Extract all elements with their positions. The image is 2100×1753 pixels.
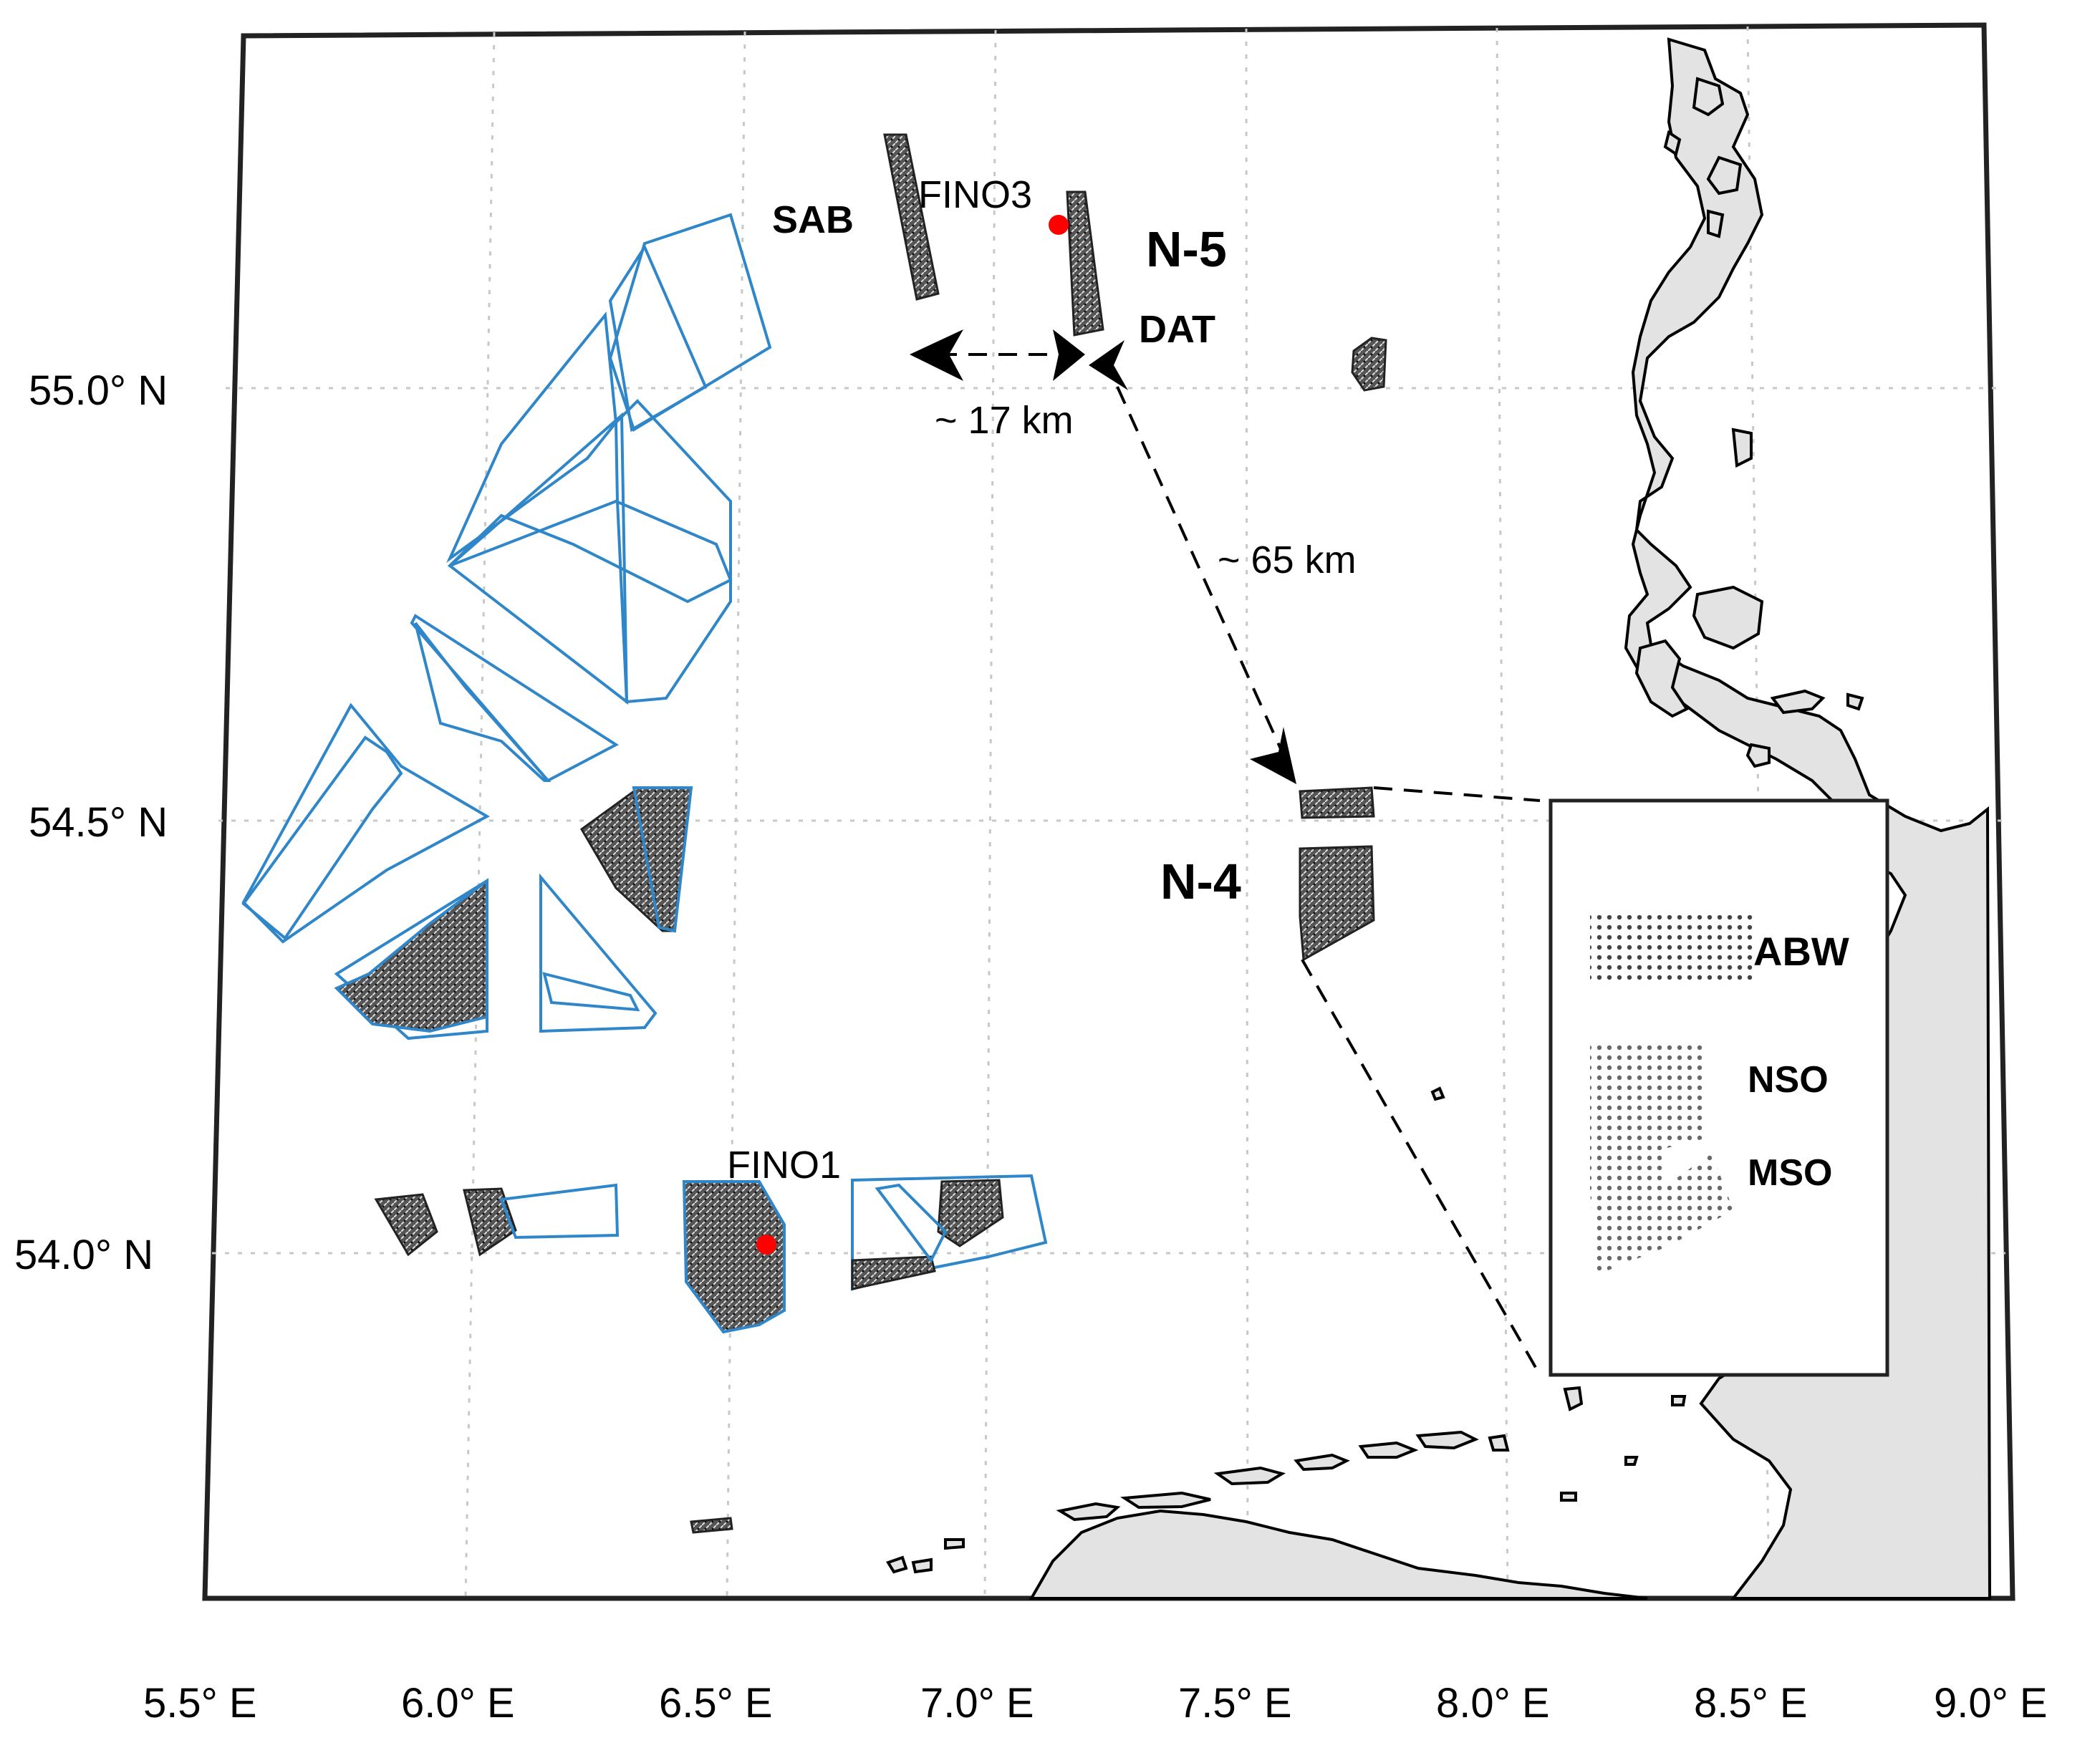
label-n5: N-5 (1146, 221, 1227, 277)
wind-farm-n4-upper (1299, 786, 1375, 819)
label-fino3: FINO3 (918, 173, 1032, 216)
wind-farm-n4-lower (1299, 845, 1375, 962)
wind-farm-outline (334, 878, 488, 1033)
lon-label: 8.5° E (1694, 1680, 1808, 1727)
wind-farm-outline (414, 622, 552, 782)
islands (885, 77, 1864, 1574)
arrowhead-right (1053, 329, 1085, 381)
wind-farm-outline (448, 499, 733, 604)
arrowhead-dat (1089, 340, 1128, 390)
lon-label: 5.5° E (143, 1680, 257, 1727)
label-fino1: FINO1 (727, 1144, 841, 1187)
longitude-labels: 5.5° E 6.0° E 6.5° E 7.0° E 7.5° E 8.0° … (143, 1680, 2048, 1727)
inset-abw-layout (1590, 915, 1755, 983)
latitude-labels: 55.0° N 54.5° N 54.0° N (14, 367, 168, 1278)
lon-label: 6.0° E (401, 1680, 515, 1727)
coast-south (1029, 1509, 1648, 1600)
wind-farm-outline (682, 1180, 786, 1334)
graticule (212, 26, 2005, 1599)
label-sab: SAB (772, 198, 854, 241)
wind-farm-dat (1066, 190, 1104, 337)
label-distance-65km: ~ 65 km (1218, 539, 1357, 581)
lat-label: 55.0° N (29, 367, 168, 414)
inset-label-nso: NSO (1748, 1059, 1829, 1101)
inset-label-abw: ABW (1753, 929, 1849, 974)
lat-label: 54.5° N (29, 799, 168, 846)
lon-label: 7.0° E (920, 1680, 1034, 1727)
wind-farm-outline (446, 311, 618, 564)
lon-label: 6.5° E (659, 1680, 773, 1727)
inset-nso-layout (1590, 1042, 1705, 1192)
fino1-marker (756, 1235, 776, 1255)
measurement-points (756, 215, 1069, 1255)
fino3-marker (1049, 215, 1069, 235)
lon-label: 9.0° E (1934, 1680, 2048, 1727)
wind-farm-outline (542, 972, 640, 1012)
wind-farm-hatched (851, 1255, 936, 1290)
lon-label: 7.5° E (1178, 1680, 1292, 1727)
wind-farm-outline (539, 873, 658, 1033)
wind-farm-outline (608, 243, 708, 433)
wind-farm-outline (875, 1183, 948, 1263)
inset-label-mso: MSO (1748, 1152, 1832, 1194)
wind-farms-western (241, 213, 772, 1040)
wind-farm-outline (447, 412, 629, 705)
distance-arrows (910, 329, 1541, 1376)
lon-label: 8.0° E (1436, 1680, 1550, 1727)
wind-farm-outline (632, 786, 693, 933)
site-labels: SAB FINO3 N-5 DAT ~ 17 km ~ 65 km N-4 FI… (727, 173, 1357, 1187)
wind-farm-outline (614, 399, 732, 704)
lat-label: 54.0° N (14, 1232, 153, 1278)
wind-farm-outline (241, 735, 403, 940)
label-distance-17km: ~ 17 km (935, 399, 1074, 442)
wind-farms-northern (883, 133, 1387, 962)
arrowhead-n4 (1250, 727, 1296, 784)
inset-mso-layout (1590, 1153, 1733, 1275)
label-n4: N-4 (1160, 854, 1241, 909)
inset-panel: ABW NSO MSO (1548, 798, 1889, 1377)
wind-farm-hatched (374, 1193, 438, 1257)
wind-farm-outline (499, 1183, 620, 1240)
wind-farm-sab (883, 133, 940, 301)
wind-farm-hatched (1351, 337, 1387, 392)
label-dat: DAT (1139, 308, 1215, 351)
wind-farm-hatched (690, 1517, 733, 1534)
arrowhead-left (910, 329, 963, 381)
wind-farms-southern (374, 1174, 1048, 1534)
